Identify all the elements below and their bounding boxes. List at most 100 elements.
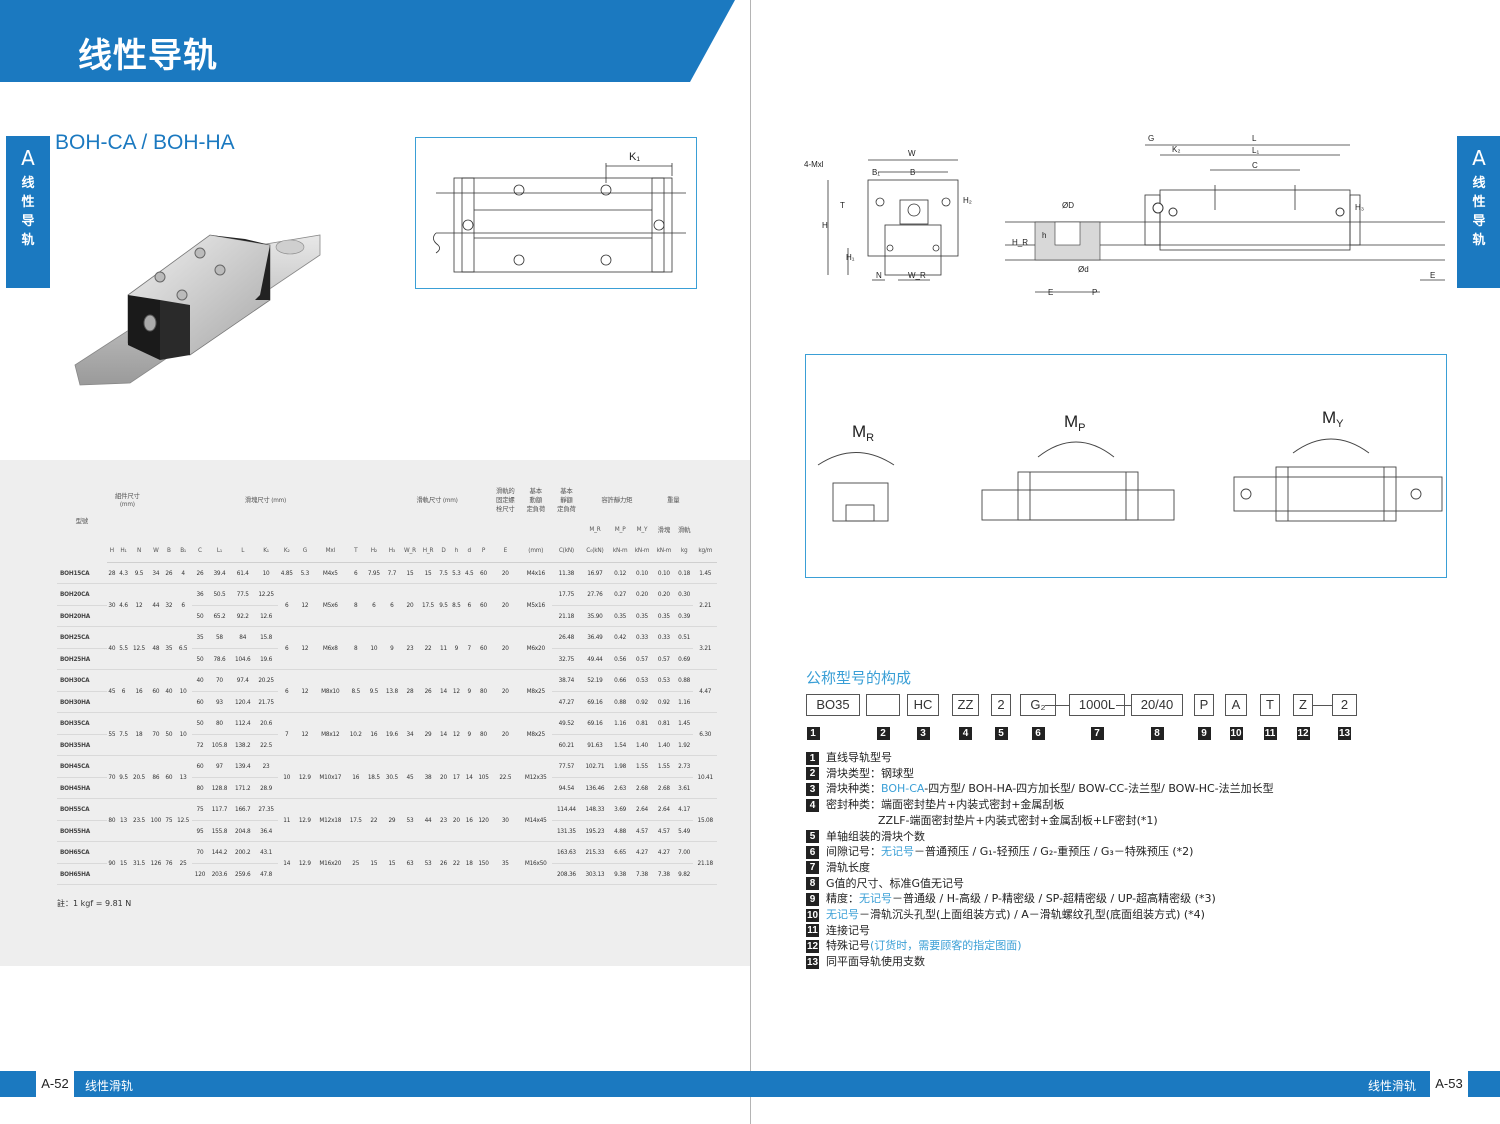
legend-number: 11 [806,924,819,938]
table-cell: 208.36 [552,863,581,885]
table-footnote: 註：1 kgf = 9.81 N [57,899,132,908]
model-code-box: G₂ [1020,694,1056,716]
col-moment: 容許靜力矩 [601,495,633,504]
table-cell: 17.75 [552,583,581,606]
table-cell: BOH30HA [57,691,107,713]
table-cell: 4.6 [117,583,130,627]
table-cell: 7.38 [631,863,653,885]
table-cell: 5.3 [449,562,463,584]
table-cell: 150 [475,841,492,885]
col-sub: B₁ [174,538,193,563]
table-cell: 7.95 [364,562,383,584]
col-sub: H₁ [117,538,130,563]
col-weight: 重量 [667,495,680,504]
legend-number: 8 [806,877,819,891]
side-tab-left[interactable]: A 线性导轨 [6,136,50,288]
table-cell: 20 [400,583,419,627]
table-cell: 0.12 [609,562,632,584]
table-cell: 97 [207,755,232,778]
legend-text: 直线导轨型号 [826,751,892,764]
table-cell: BOH45HA [57,777,107,799]
table-cell: 1.16 [609,712,632,735]
table-cell: 102.71 [580,755,610,778]
model-code-dash [1312,705,1332,706]
legend-row: ZZLF-端面密封垫片+内装式密封+金属刮板+LF密封(*1) [878,812,1158,828]
table-cell: BOH35HA [57,734,107,756]
table-cell: 8 [346,626,365,670]
table-cell: 10 [277,755,296,799]
table-cell: 38 [418,755,438,799]
table-cell: 11 [277,798,296,842]
svg-text:H₁: H₁ [846,253,855,262]
my-label: MY [1322,408,1344,430]
table-cell: 50 [192,712,208,735]
table-cell: 0.30 [674,583,694,606]
table-cell: M10x17 [313,755,347,799]
legend-number: 4 [806,798,819,812]
table-cell: 29 [382,798,401,842]
table-cell: 70 [192,841,208,864]
table-cell: 0.53 [652,669,675,692]
table-cell: BOH65HA [57,863,107,885]
table-cell: 10.2 [346,712,365,756]
table-cell: 12 [295,669,314,713]
table-cell: 91.63 [580,734,610,756]
table-cell: 1.40 [652,734,675,756]
table-cell: BOH25CA [57,626,107,649]
table-cell: 7.00 [674,841,694,864]
table-cell: 69.16 [580,691,610,713]
table-cell: 75 [192,798,208,821]
table-cell: 9 [462,712,476,756]
table-cell: 0.33 [631,626,653,649]
table-cell: BOH20CA [57,583,107,606]
col-model: 型號 [75,516,89,525]
side-tab-right[interactable]: A 线性导轨 [1457,136,1500,288]
legend-text: －普通预压 / G₁-轻预压 / G₂-重预压 / G₃－特殊预压 (*2) [914,845,1194,859]
table-cell: 28.9 [254,777,278,799]
table-cell: 2.64 [631,798,653,821]
footer-bar [0,1071,1500,1097]
col-sub: kg [674,538,694,563]
table-cell: BOH65CA [57,841,107,864]
svg-text:W_R: W_R [908,271,926,280]
model-code-box: HC [907,694,939,716]
table-cell: M4x16 [519,562,553,584]
table-cell: 0.10 [631,562,653,584]
header-grey-band [700,0,1500,82]
table-cell: 4.57 [631,820,653,842]
col-sub: C(kN) [552,538,581,563]
table-cell: 0.27 [609,583,632,606]
table-cell: 80 [106,798,118,842]
legend-text: ZZLF-端面密封垫片+内装式密封+金属刮板+LF密封(*1) [878,813,1158,827]
table-cell: 34 [148,562,164,584]
table-cell: 44 [148,583,164,627]
table-cell: 84 [231,626,255,649]
table-cell: 30 [106,583,118,627]
col-w-rail: 滑軌 [677,525,691,534]
table-cell: 14 [277,841,296,885]
model-code-number: 10 [1229,727,1243,740]
table-cell: 0.35 [609,605,632,627]
table-cell: 22.5 [254,734,278,756]
table-cell: 4.27 [631,841,653,864]
table-cell: 28 [400,669,419,713]
table-cell: 15 [117,841,130,885]
table-cell: 21.75 [254,691,278,713]
model-code-box [866,694,900,716]
table-cell: 32.75 [552,648,581,670]
table-cell: 90 [106,841,118,885]
table-cell: 25 [174,841,193,885]
model-code-box: ZZ [952,694,979,716]
legend-number: 2 [806,767,819,781]
table-cell: 215.33 [580,841,610,864]
table-cell: 12 [295,626,314,670]
col-mr: M_R [589,525,601,533]
table-cell: 4.88 [609,820,632,842]
table-cell: 117.7 [207,798,232,821]
top-view-svg: K₁ [433,151,686,273]
legend-text: 精度： [826,892,859,906]
